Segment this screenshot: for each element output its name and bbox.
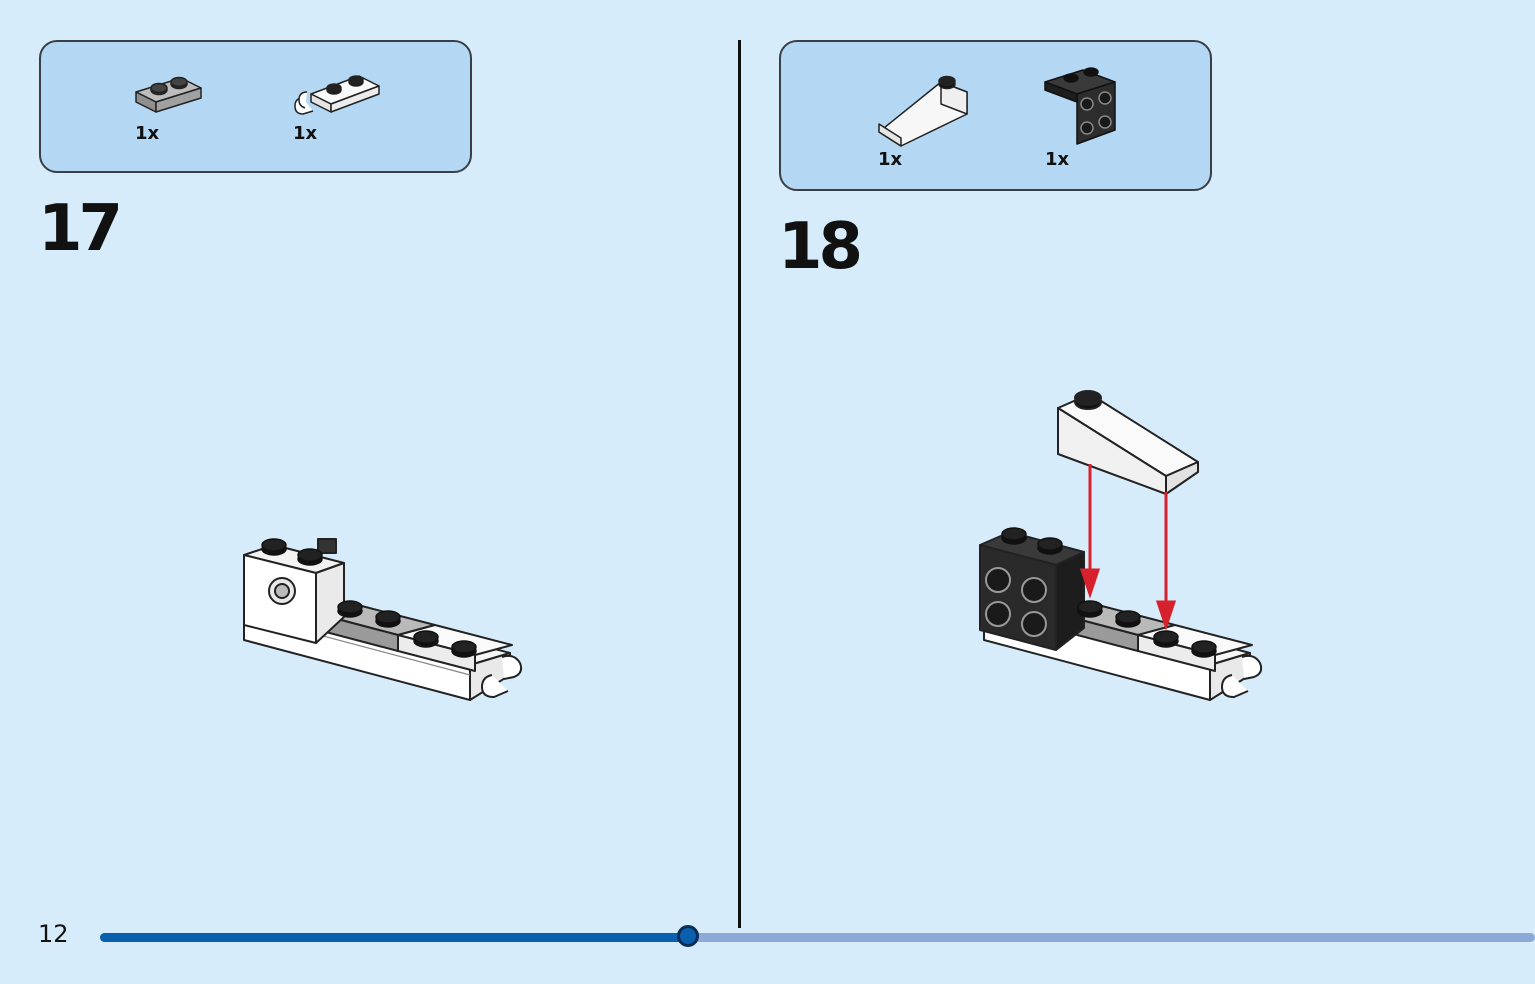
page-number: 12 — [38, 920, 69, 948]
parts-list-step-18: 1x 1x — [779, 40, 1212, 191]
placement-arrows — [1079, 464, 1177, 631]
part-quantity: 1x — [135, 123, 160, 144]
white-plate-with-clip-icon — [294, 75, 380, 115]
black-bracket-brick-icon — [1044, 67, 1116, 145]
step-17-assembly-illustration — [243, 538, 523, 701]
page-divider — [738, 40, 741, 928]
step-18-assembly-illustration — [979, 390, 1263, 701]
part-quantity: 1x — [1045, 149, 1070, 170]
white-slope-brick-icon — [878, 75, 968, 147]
step-number-18: 18 — [778, 210, 863, 284]
progress-bar-fill — [100, 933, 689, 942]
parts-list-step-17-art — [135, 75, 380, 115]
parts-list-step-17: 1x 1x — [39, 40, 472, 173]
step-number-17: 17 — [38, 192, 123, 266]
progress-bar — [100, 925, 1535, 947]
gray-plate-1x2-icon — [135, 76, 202, 113]
parts-list-step-18-art — [878, 67, 1116, 147]
part-quantity: 1x — [293, 123, 318, 144]
progress-indicator-knob — [677, 925, 700, 947]
part-quantity: 1x — [878, 149, 903, 170]
